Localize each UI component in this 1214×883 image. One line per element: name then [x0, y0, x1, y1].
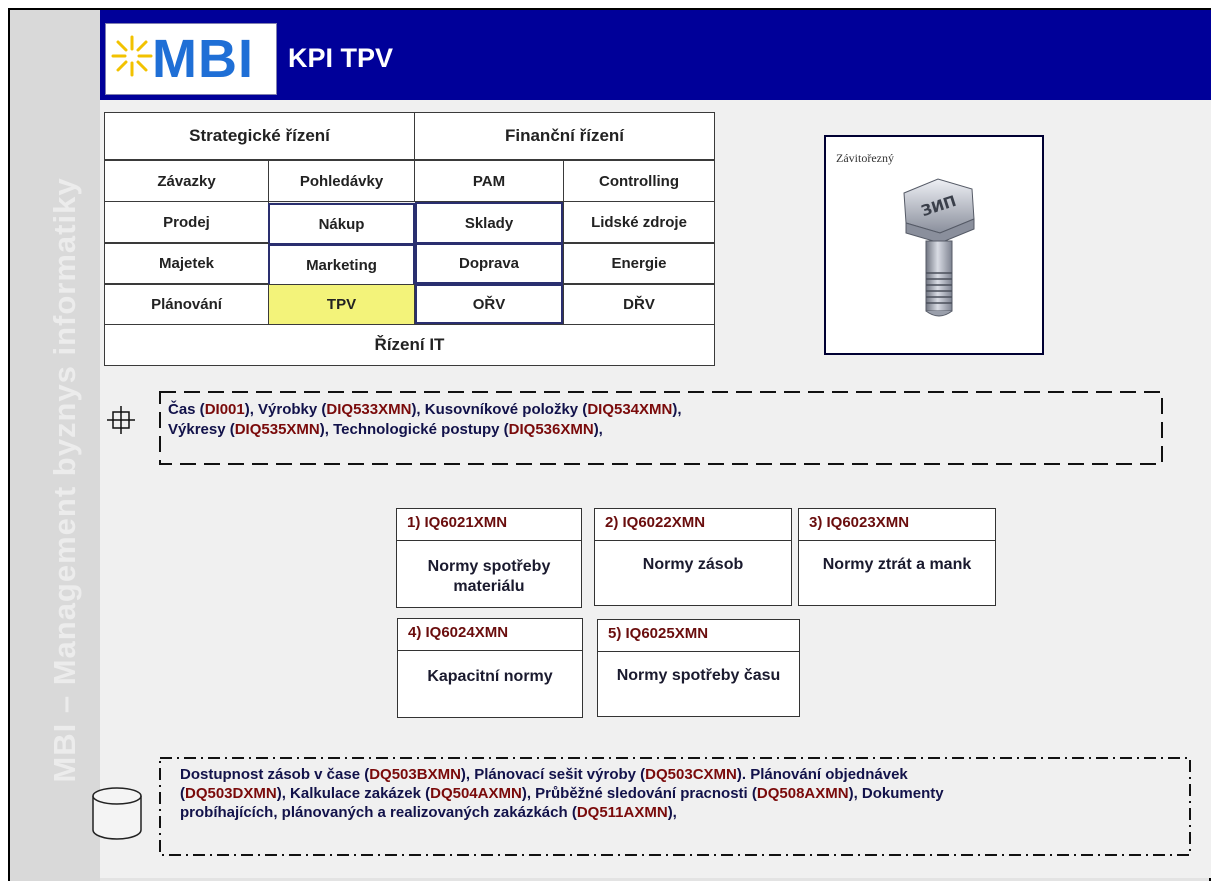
- datasources-line-2: (DQ503DXMN), Kalkulace zakázek (DQ504AXM…: [180, 784, 1155, 803]
- cell-orv: OŘV: [415, 284, 563, 324]
- code-ref: DIQ533XMN: [326, 401, 412, 418]
- code-ref: DIQ536XMN: [508, 421, 594, 438]
- kpi-card: 3) IQ6023XMN Normy ztrát a mank: [798, 508, 996, 606]
- kpi-name: Normy ztrát a mank: [822, 556, 972, 573]
- text-segment: ),: [672, 401, 682, 418]
- dimensions-text: Čas (DI001), Výrobky (DIQ533XMN), Kusovn…: [168, 400, 682, 440]
- kpi-name: Normy spotřeby materiálu: [427, 558, 551, 595]
- text-segment: ),: [667, 804, 677, 821]
- datasources-line-1: Dostupnost zásob v čase (DQ503BXMN), Plá…: [180, 765, 1155, 784]
- kpi-name: Kapacitní normy: [427, 668, 553, 685]
- cell-rizeni-it: Řízení IT: [104, 324, 715, 366]
- code-ref: DQ504AXMN: [430, 785, 522, 802]
- kpi-name: Normy zásob: [642, 556, 744, 573]
- cell-tpv: TPV: [268, 284, 415, 325]
- logo-text: MBI: [152, 29, 254, 89]
- text-segment: ), Dokumenty: [848, 785, 944, 802]
- kpi-id: 4) IQ6024XMN: [398, 619, 582, 651]
- sidebar-caption: MBI – Management byznys informatiky: [47, 177, 82, 783]
- product-image: Závitořezný ЗИП: [824, 135, 1044, 355]
- text-segment: ), Plánovací sešit výroby (: [460, 766, 646, 783]
- cell-doprava: Doprava: [415, 243, 563, 284]
- kpi-card: 2) IQ6022XMN Normy zásob: [594, 508, 792, 606]
- text-segment: probíhajících, plánovaných a realizovaný…: [180, 804, 577, 821]
- text-segment: ), Kusovníkové položky (: [411, 401, 588, 418]
- database-icon: [92, 787, 142, 840]
- kpi-id: 1) IQ6021XMN: [397, 509, 581, 541]
- cell-planovani: Plánování: [104, 284, 269, 325]
- text-segment: ), Technologické postupy (: [319, 421, 509, 438]
- code-ref: DIQ535XMN: [234, 421, 320, 438]
- cell-prodej: Prodej: [104, 201, 269, 243]
- cell-pohledavky: Pohledávky: [268, 160, 415, 202]
- cell-pam: PAM: [414, 160, 564, 202]
- text-segment: ),: [593, 421, 603, 438]
- code-ref: DQ503DXMN: [185, 785, 277, 802]
- dimensions-line-1: Čas (DI001), Výrobky (DIQ533XMN), Kusovn…: [168, 400, 682, 420]
- cell-financial: Finanční řízení: [414, 112, 715, 160]
- kpi-id: 5) IQ6025XMN: [598, 620, 799, 652]
- dimensions-line-2: Výkresy (DIQ535XMN), Technologické postu…: [168, 420, 682, 440]
- code-ref: DQ503BXMN: [369, 766, 461, 783]
- code-ref: DI001: [204, 401, 245, 418]
- code-ref: DQ511AXMN: [576, 804, 668, 821]
- cell-controlling: Controlling: [563, 160, 715, 202]
- code-ref: DQ508AXMN: [756, 785, 849, 802]
- cell-majetek: Majetek: [104, 243, 269, 284]
- text-segment: (: [180, 785, 185, 802]
- cell-zavazky: Závazky: [104, 160, 269, 202]
- kpi-card: 4) IQ6024XMN Kapacitní normy: [397, 618, 583, 718]
- cell-drv: DŘV: [563, 284, 715, 325]
- cell-lidske-zdroje: Lidské zdroje: [563, 201, 715, 243]
- cell-marketing: Marketing: [268, 244, 415, 286]
- cell-sklady: Sklady: [415, 202, 563, 244]
- text-segment: ), Výrobky (: [244, 401, 327, 418]
- kpi-card: 1) IQ6021XMN Normy spotřeby materiálu: [396, 508, 582, 608]
- code-ref: DIQ534XMN: [587, 401, 673, 418]
- header-bar: [100, 10, 1211, 100]
- page-title: KPI TPV: [288, 43, 394, 73]
- text-segment: ). Plánování objednávek: [736, 766, 908, 783]
- image-caption: Závitořezný: [836, 151, 894, 165]
- text-segment: Čas (: [168, 401, 205, 418]
- text-segment: Výkresy (: [168, 421, 235, 438]
- mbi-logo: MBI: [105, 23, 277, 95]
- text-segment: ), Kalkulace zakázek (: [276, 785, 431, 802]
- text-segment: Dostupnost zásob v čase (: [180, 766, 370, 783]
- datasources-text: Dostupnost zásob v čase (DQ503BXMN), Plá…: [180, 765, 1155, 822]
- cell-nakup: Nákup: [268, 203, 415, 245]
- code-ref: DQ503CXMN: [645, 766, 737, 783]
- text-segment: ), Průběžné sledování pracnosti (: [521, 785, 757, 802]
- crosshair-icon: [107, 406, 135, 434]
- cell-strategic: Strategické řízení: [104, 112, 415, 160]
- kpi-name: Normy spotřeby času: [616, 667, 781, 684]
- bolt-image: ЗИП: [903, 178, 975, 317]
- kpi-id: 2) IQ6022XMN: [595, 509, 791, 541]
- sidebar: MBI – Management byznys informatiky: [10, 10, 100, 881]
- kpi-card: 5) IQ6025XMN Normy spotřeby času: [597, 619, 800, 717]
- sun-icon: [111, 35, 153, 77]
- datasources-line-3: probíhajících, plánovaných a realizovaný…: [180, 803, 1155, 822]
- kpi-id: 3) IQ6023XMN: [799, 509, 995, 541]
- cell-energie: Energie: [563, 243, 715, 284]
